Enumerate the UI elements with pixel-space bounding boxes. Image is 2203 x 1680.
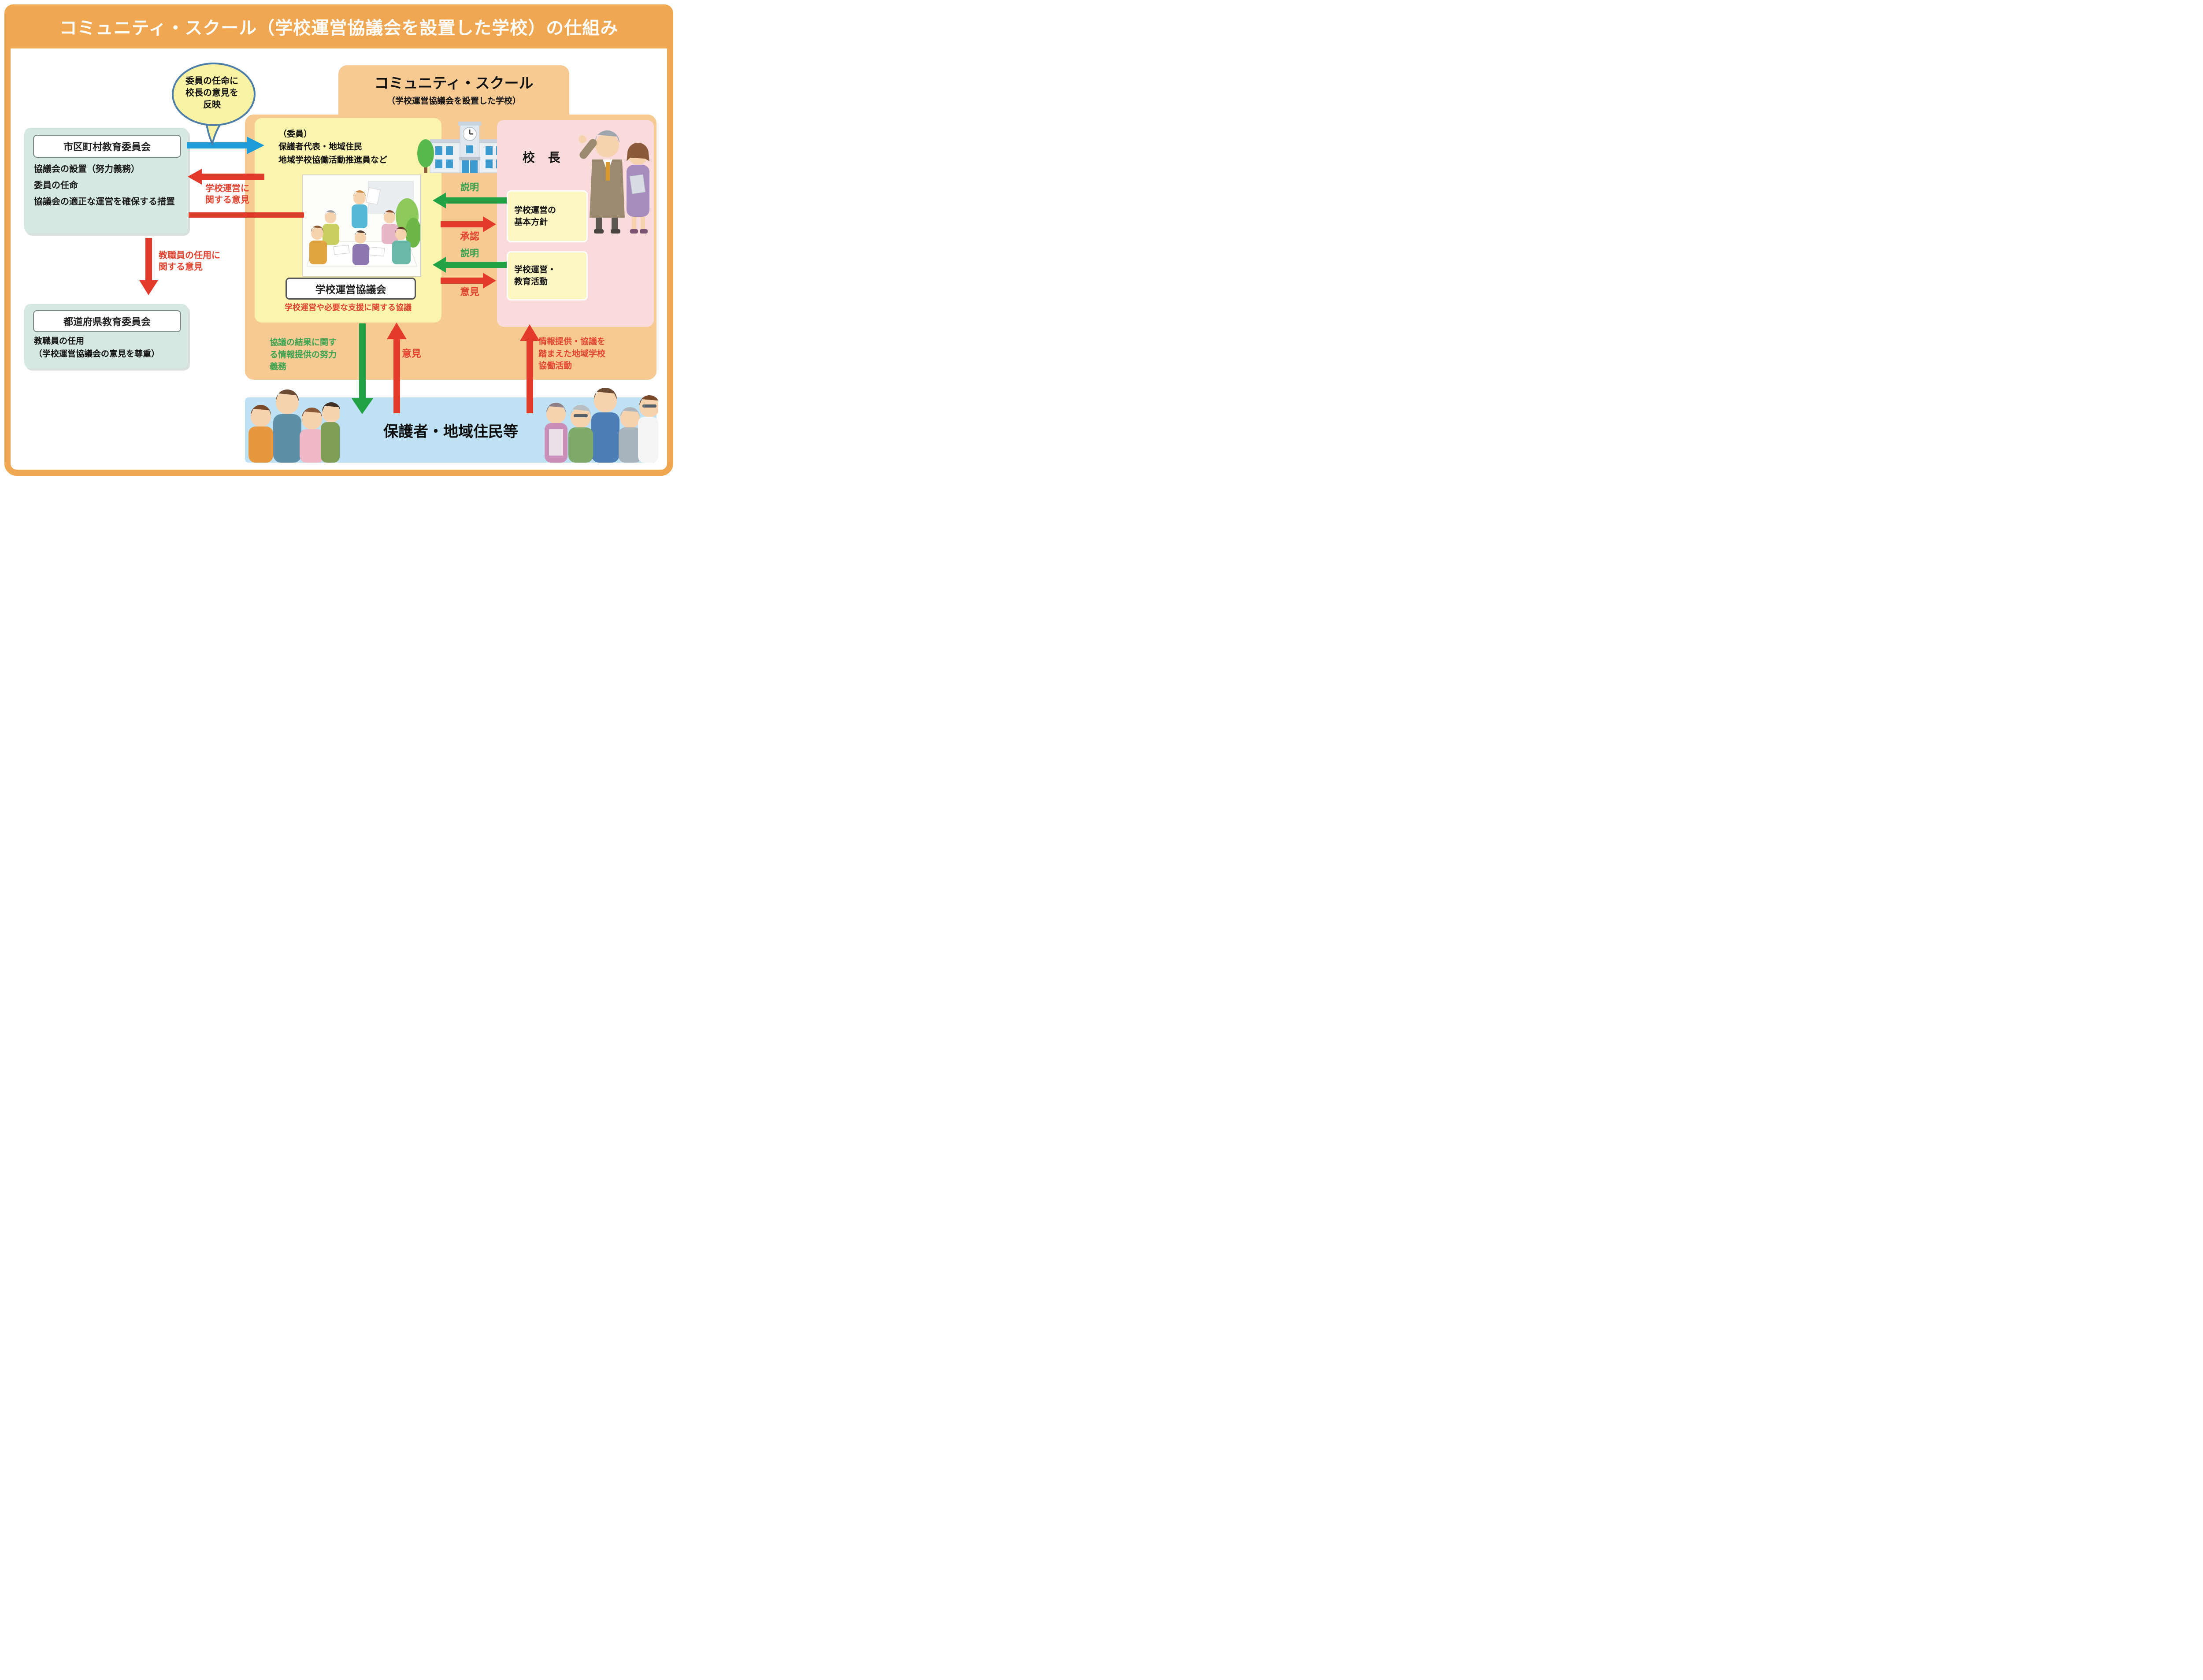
- meeting-scene-icon: [303, 175, 420, 276]
- info-duty-label: 協議の結果に関す る情報提供の努力 義務: [270, 337, 337, 373]
- prefectural-board-box: 都道府県教育委員会 教職員の任用 （学校運営協議会の意見を尊重）: [24, 304, 188, 368]
- activity-line: 教育活動: [514, 277, 548, 286]
- label-line: る情報提供の努力: [270, 349, 337, 360]
- principal-label: 校 長: [523, 150, 565, 165]
- prefectural-board-duties: 教職員の任用 （学校運営協議会の意見を尊重）: [34, 335, 159, 360]
- staff-opinion-label: 教職員の任用に 関する意見: [159, 249, 220, 272]
- community-activity-label: 情報提供・協議を 踏まえた地域学校 協働活動: [538, 336, 605, 372]
- label-line: 協働活動: [538, 361, 572, 371]
- residents-left-icon: [248, 389, 340, 463]
- residents-label: 保護者・地域住民等: [383, 423, 518, 441]
- municipal-board-title: 市区町村教育委員会: [33, 135, 181, 158]
- label-line: 学校運営に: [205, 183, 249, 193]
- community-school-diagram: コミュニティ・スクール（学校運営協議会を設置した学校）の仕組み コミュニティ・ス…: [0, 0, 678, 480]
- municipal-board-title-text: 市区町村教育委員会: [63, 142, 151, 153]
- label-line: 関する意見: [205, 194, 249, 205]
- activity-box: 学校運営・ 教育活動: [507, 251, 588, 300]
- speech-bubble-text: 委員の任命に 校長の意見を 反映: [171, 75, 253, 111]
- approve-label: 承認: [460, 231, 479, 242]
- prefectural-board-title: 都道府県教育委員会: [33, 310, 181, 332]
- community-school-tab: [338, 65, 569, 118]
- meeting-illustration: [302, 174, 421, 277]
- label-line: 踏まえた地域学校: [538, 349, 606, 359]
- explain-policy-label: 説明: [460, 182, 479, 193]
- policy-line: 基本方針: [514, 217, 548, 227]
- duty-item: 協議会の適正な運営を確保する措置: [34, 196, 175, 207]
- community-school-title: コミュニティ・スクール: [374, 74, 534, 92]
- council-members-line: 保護者代表・地域住民: [278, 142, 363, 152]
- council-members-line: 地域学校協働活動推進員など: [278, 155, 388, 165]
- council-consultation-text: 学校運営や必要な支援に関する協議: [285, 303, 412, 312]
- management-opinion-label: 学校運営に 関する意見: [189, 182, 266, 205]
- policy-box: 学校運営の 基本方針: [507, 190, 588, 242]
- residents-right-icon: [545, 388, 658, 463]
- municipal-board-duties: 協議会の設置（努力義務） 委員の任命 協議会の適正な運営を確保する措置: [34, 164, 181, 213]
- bubble-line: 委員の任命に: [185, 75, 238, 86]
- council-label-text: 学校運営協議会: [315, 284, 386, 296]
- speech-bubble-icon: [172, 63, 256, 145]
- council-members: （委員） 保護者代表・地域住民 地域学校協働活動推進員など: [278, 128, 387, 167]
- principal-people-icon: [579, 130, 649, 234]
- explain-activity-label: 説明: [460, 248, 479, 259]
- label-line: 義務: [270, 362, 287, 372]
- activity-line: 学校運営・: [514, 265, 556, 275]
- community-school-subtitle: （学校運営協議会を設置した学校）: [386, 96, 521, 106]
- label-line: 関する意見: [159, 261, 203, 272]
- duty-item: （学校運営協議会の意見を尊重）: [34, 349, 160, 359]
- bubble-line: 反映: [203, 99, 221, 110]
- residents-right-illustration: [541, 380, 658, 463]
- municipal-board-box: 市区町村教育委員会 協議会の設置（努力義務） 委員の任命 協議会の適正な運営を確…: [24, 128, 188, 234]
- duty-item: 教職員の任用: [34, 336, 85, 346]
- community-school-header: コミュニティ・スクール （学校運営協議会を設置した学校）: [338, 65, 569, 115]
- label-line: 教職員の任用に: [159, 250, 220, 260]
- duty-item: 委員の任命: [34, 180, 78, 190]
- opinion-residents-label: 意見: [402, 349, 422, 360]
- opinion-activity-label: 意見: [460, 287, 479, 298]
- duty-item: 協議会の設置（努力義務）: [34, 163, 140, 174]
- council-members-line: （委員）: [278, 129, 312, 139]
- speech-bubble: 委員の任命に 校長の意見を 反映: [171, 62, 259, 145]
- page-title: コミュニティ・スクール（学校運営協議会を設置した学校）の仕組み: [59, 18, 619, 38]
- label-line: 情報提供・協議を: [538, 337, 606, 346]
- council-label: 学校運営協議会: [286, 278, 416, 300]
- title-band: コミュニティ・スクール（学校運営協議会を設置した学校）の仕組み: [4, 4, 673, 48]
- principal-illustration: [575, 120, 658, 235]
- policy-line: 学校運営の: [514, 205, 556, 215]
- bubble-line: 校長の意見を: [185, 87, 238, 98]
- residents-left-illustration: [245, 382, 340, 463]
- label-line: 協議の結果に関す: [270, 337, 337, 347]
- prefectural-board-title-text: 都道府県教育委員会: [63, 317, 151, 328]
